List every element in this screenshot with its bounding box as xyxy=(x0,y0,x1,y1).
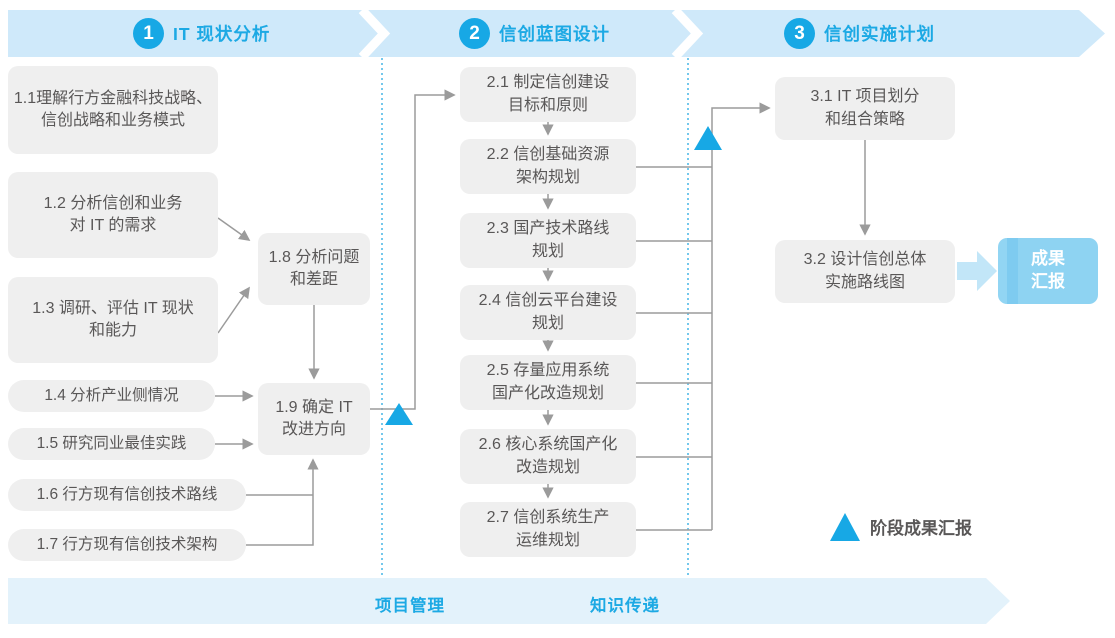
step-1-8: 1.8 分析问题 和差距 xyxy=(258,233,370,305)
legend-label: 阶段成果汇报 xyxy=(870,519,972,538)
bottom-band xyxy=(8,578,1010,624)
top-phase-band xyxy=(8,10,1105,57)
phase-3-number-badge: 3 xyxy=(784,18,815,49)
phase-1-number-badge: 1 xyxy=(133,18,164,49)
step-3-2: 3.2 设计信创总体 实施路线图 xyxy=(775,240,955,303)
phase-separator-chevron-2 xyxy=(671,6,704,61)
step-1-2: 1.2 分析信创和业务 对 IT 的需求 xyxy=(8,172,218,258)
step-1-7: 1.7 行方现有信创技术架构 xyxy=(8,529,246,561)
step-2-6: 2.6 核心系统国产化 改造规划 xyxy=(460,429,636,484)
phase1-connectors xyxy=(215,89,456,546)
step-2-4: 2.4 信创云平台建设 规划 xyxy=(460,285,636,340)
phase2-to-phase3-bus xyxy=(636,102,771,531)
milestone-triangle-phase2 xyxy=(694,126,722,150)
phase-header-3: 3 信创实施计划 xyxy=(784,18,935,49)
phase-separator-chevron-1 xyxy=(358,6,391,61)
phase-1-title: IT 现状分析 xyxy=(173,24,271,44)
step-1-4: 1.4 分析产业侧情况 xyxy=(8,380,215,412)
milestone-triangle-phase1 xyxy=(385,403,413,425)
bottom-band-knowledge-transfer-label: 知识传递 xyxy=(590,597,660,615)
step-1-1: 1.1理解行方金融科技战略、 信创战略和业务模式 xyxy=(8,66,218,154)
deliverable-box: 成果 汇报 xyxy=(998,238,1098,304)
step-2-7: 2.7 信创系统生产 运维规划 xyxy=(460,502,636,557)
legend: 阶段成果汇报 xyxy=(830,513,972,541)
step-1-6: 1.6 行方现有信创技术路线 xyxy=(8,479,246,511)
step-2-1: 2.1 制定信创建设 目标和原则 xyxy=(460,67,636,122)
step-2-3: 2.3 国产技术路线 规划 xyxy=(460,213,636,268)
deliverable-block-arrow xyxy=(957,251,997,291)
step-3-1: 3.1 IT 项目划分 和组合策略 xyxy=(775,77,955,140)
phase-3-title: 信创实施计划 xyxy=(824,24,935,44)
phase-2-number-badge: 2 xyxy=(459,18,490,49)
step-2-2: 2.2 信创基础资源 架构规划 xyxy=(460,139,636,194)
phase-header-1: 1 IT 现状分析 xyxy=(133,18,270,49)
step-1-5: 1.5 研究同业最佳实践 xyxy=(8,428,215,460)
bottom-band-project-management-label: 项目管理 xyxy=(375,597,445,615)
step-2-5: 2.5 存量应用系统 国产化改造规划 xyxy=(460,355,636,410)
phase-header-2: 2 信创蓝图设计 xyxy=(459,18,610,49)
step-1-3: 1.3 调研、评估 IT 现状 和能力 xyxy=(8,277,218,363)
milestone-triangle-icon xyxy=(830,513,860,541)
step-1-9: 1.9 确定 IT 改进方向 xyxy=(258,383,370,455)
phase-2-title: 信创蓝图设计 xyxy=(499,24,610,44)
